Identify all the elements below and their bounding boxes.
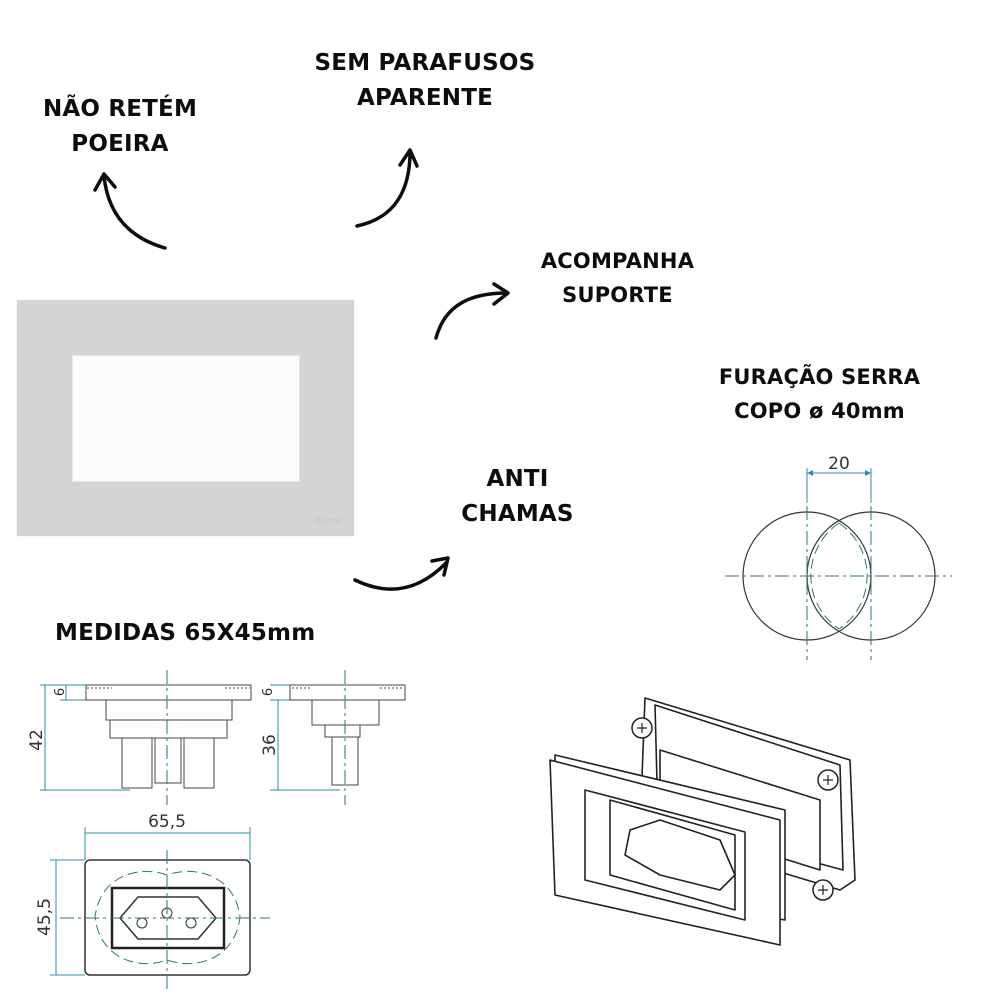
feature-drilling-line1: FURAÇÃO SERRA — [718, 365, 921, 389]
feature-screws-line1: SEM PARAFUSOS — [314, 50, 536, 76]
feature-screws-label: SEM PARAFUSOS APARENTE — [305, 46, 545, 116]
socket-insert — [624, 819, 736, 891]
flange-value-2: 6 — [261, 688, 276, 696]
socket-hole-left — [136, 917, 148, 929]
arrow-flame-icon — [353, 556, 450, 591]
width-value: 65,5 — [148, 812, 186, 832]
measures-heading: MEDIDAS 65X45mm — [55, 620, 316, 646]
product-plate-image: Ilumi — [17, 300, 354, 536]
feature-drilling-label: FURAÇÃO SERRA COPO ø 40mm — [712, 360, 927, 428]
feature-support-line1: ACOMPANHA — [540, 249, 695, 273]
feature-dust-line1: NÃO RETÉM — [42, 96, 198, 122]
depth-value: 36 — [260, 734, 280, 756]
feature-flame-label: ANTI CHAMAS — [455, 462, 580, 532]
feature-dust-line2: POEIRA — [71, 131, 169, 157]
socket-hole-right — [185, 917, 197, 929]
flange-value: 6 — [53, 688, 68, 696]
feature-screws-line2: APARENTE — [356, 85, 494, 111]
brand-mark: Ilumi — [316, 516, 340, 526]
feature-support-line2: SUPORTE — [562, 283, 673, 307]
feature-drilling-line2: COPO ø 40mm — [734, 399, 905, 423]
feature-dust-label: NÃO RETÉM POEIRA — [40, 92, 200, 162]
arrow-support-icon — [434, 282, 510, 340]
feature-flame-line2: CHAMAS — [461, 501, 574, 527]
arrow-screws-icon — [355, 148, 419, 228]
exploded-assembly-drawing — [549, 697, 856, 946]
center-distance-value: 20 — [828, 454, 850, 474]
drilling-diagram: 20 — [725, 454, 952, 660]
feature-flame-line1: ANTI — [486, 466, 549, 492]
side-view-drawing: 42 6 36 6 — [27, 670, 406, 805]
total-depth-value: 42 — [27, 729, 47, 751]
height-value: 45,5 — [35, 898, 55, 936]
front-view-drawing: 65,5 45,5 — [35, 812, 270, 990]
arrow-dust-icon — [93, 172, 167, 250]
feature-support-label: ACOMPANHA SUPORTE — [530, 244, 705, 312]
plate-window — [72, 355, 300, 482]
